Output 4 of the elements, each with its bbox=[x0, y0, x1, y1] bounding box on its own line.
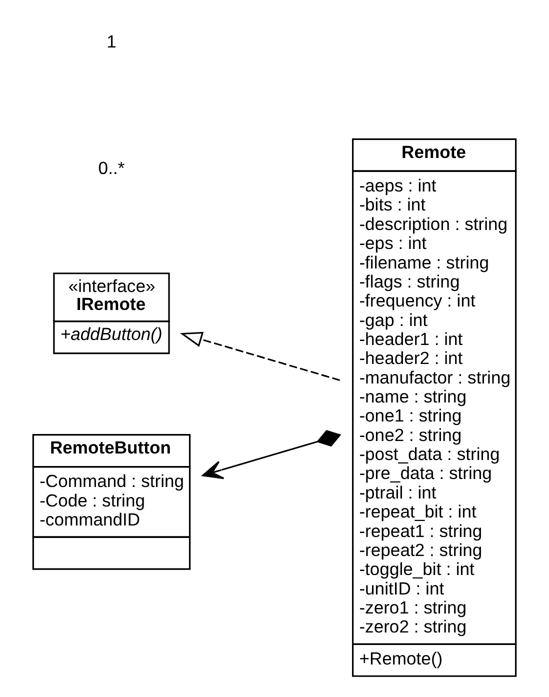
label: 0..* bbox=[98, 158, 125, 178]
label: 1 bbox=[106, 32, 116, 52]
arrow bbox=[202, 430, 342, 480]
arrow bbox=[180, 332, 340, 381]
